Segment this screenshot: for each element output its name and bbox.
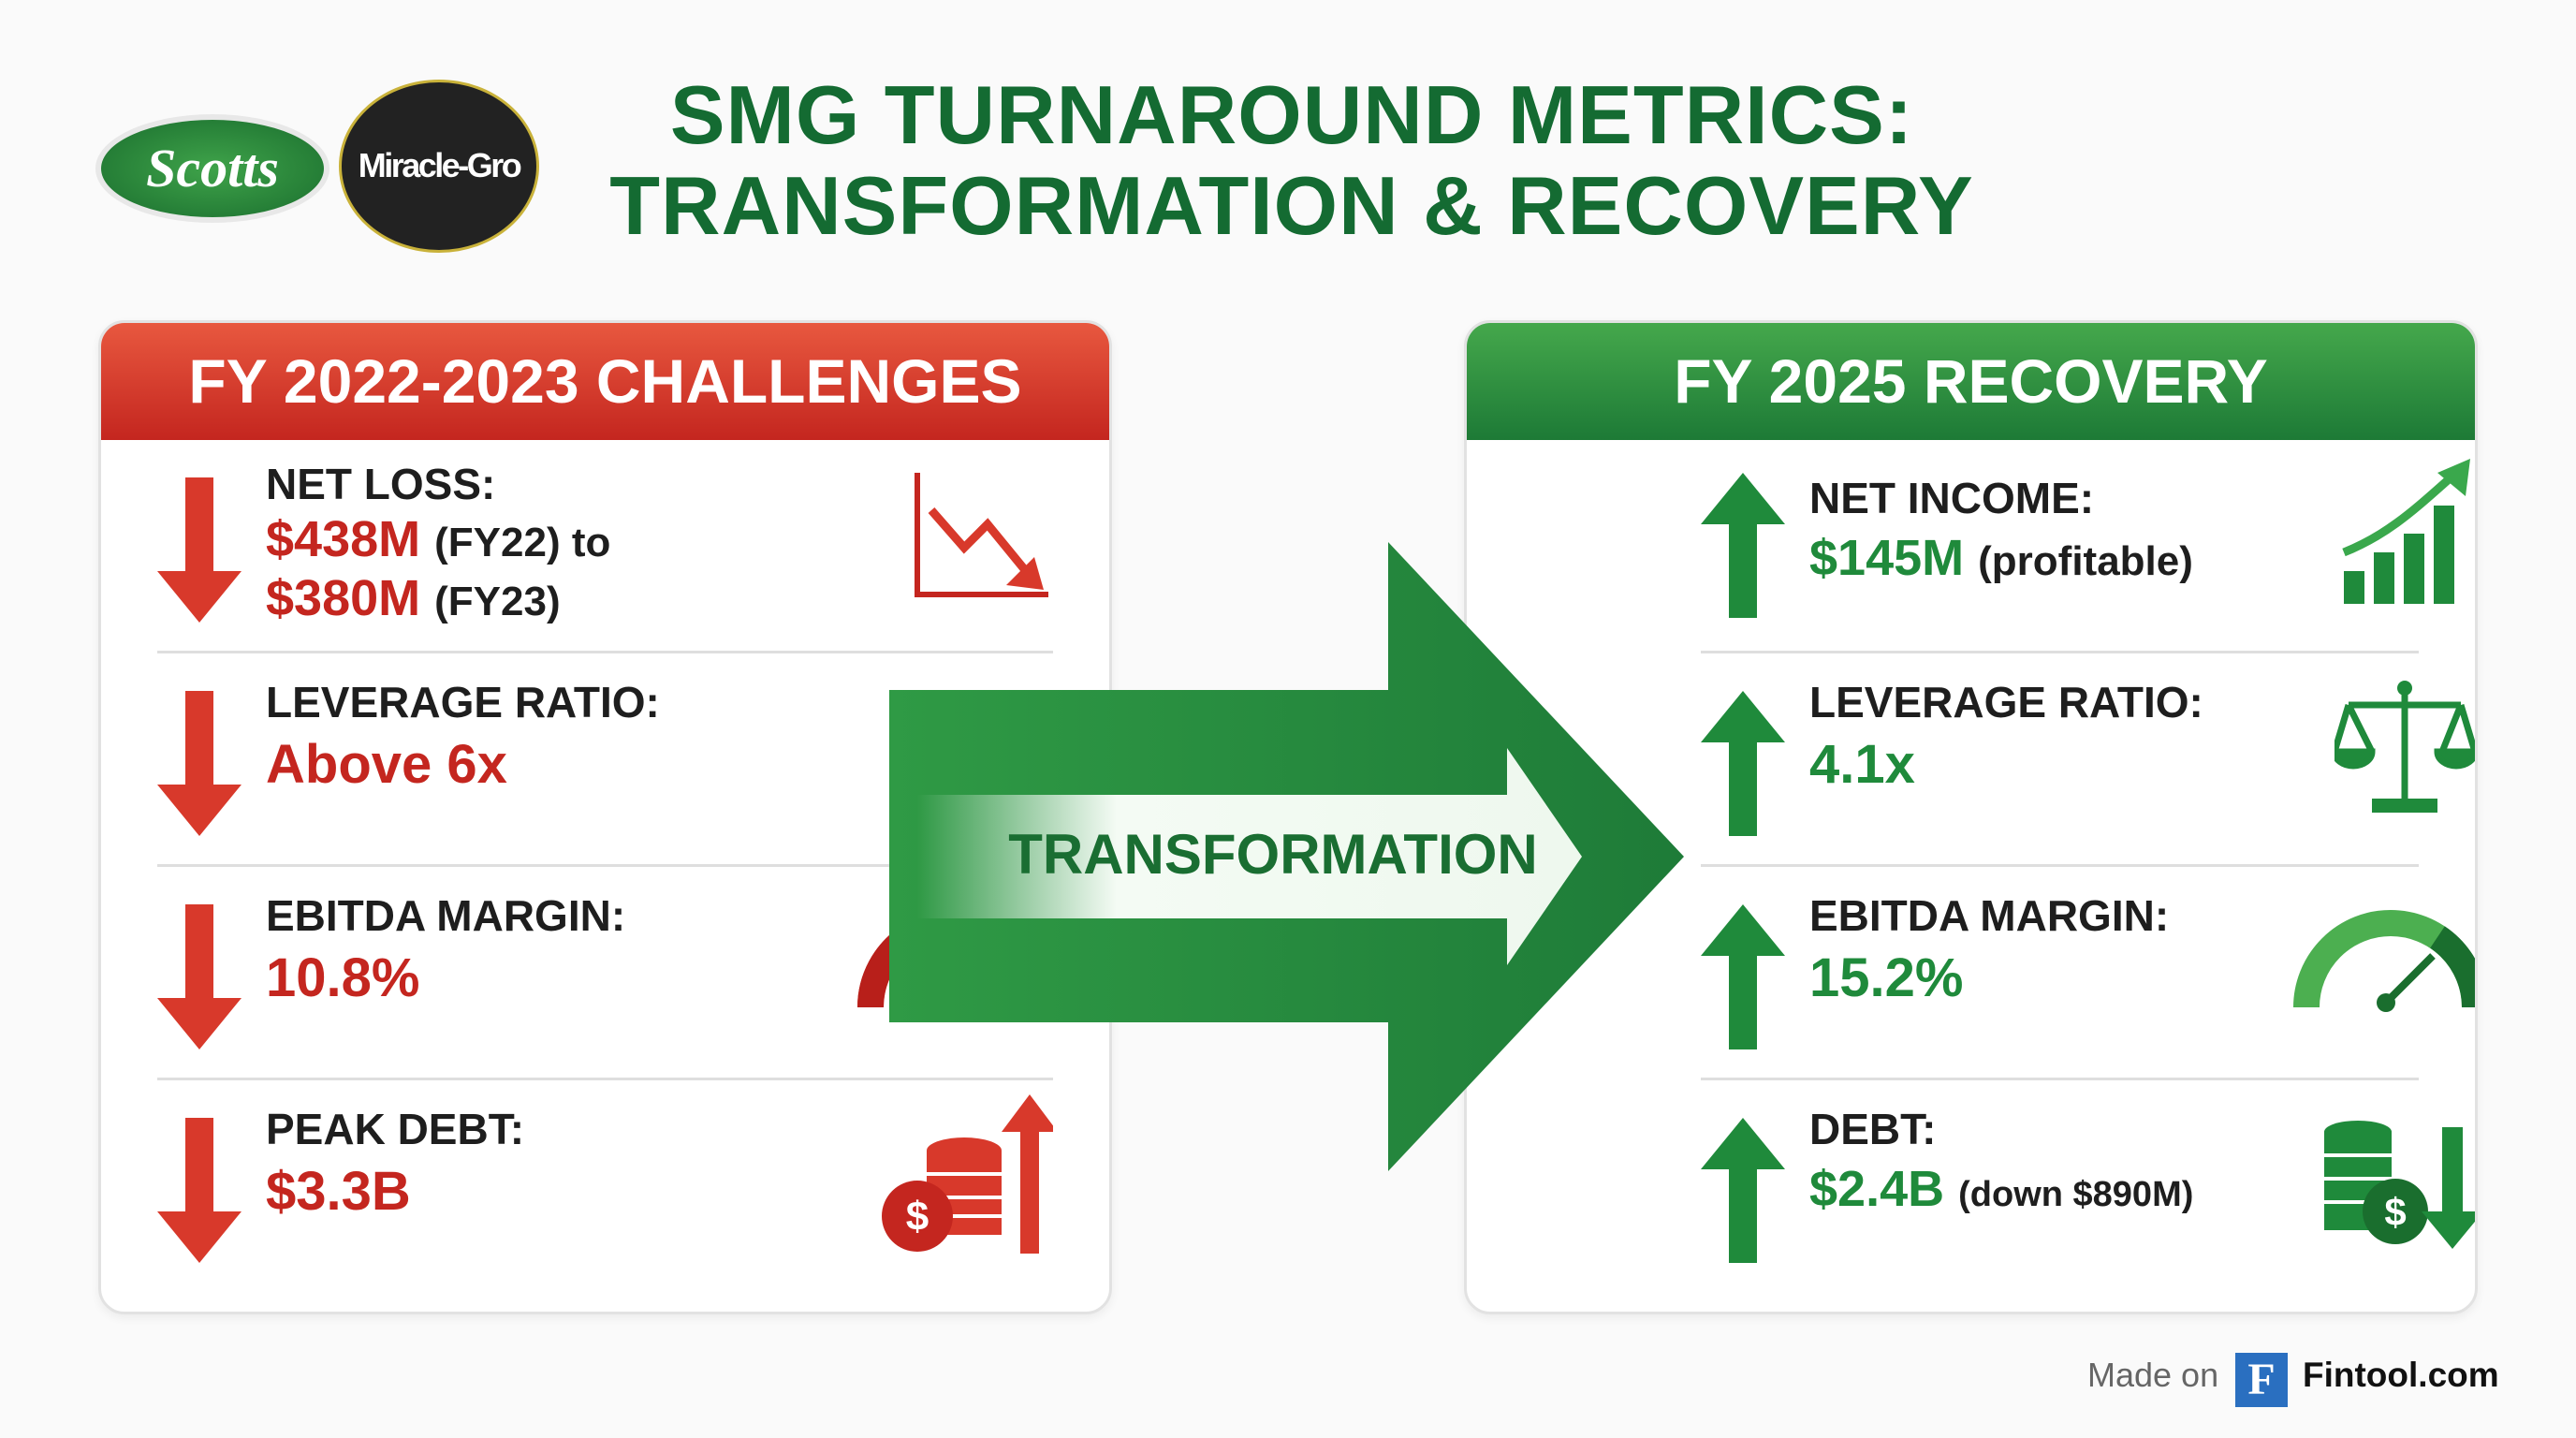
metric-label: EBITDA MARGIN: — [1809, 891, 2170, 940]
metric-label: NET INCOME: — [1809, 474, 2095, 522]
up-arrow-icon — [1701, 473, 1785, 618]
metric-label: LEVERAGE RATIO: — [1809, 678, 2203, 726]
recovery-panel: FY 2025 RECOVERY NET INCOME: $145M (prof… — [1464, 320, 2478, 1314]
fintool-logo: F — [2235, 1353, 2288, 1407]
svg-text:$: $ — [2384, 1190, 2406, 1234]
metric-value: $380M (FY23) — [266, 570, 561, 626]
metric-label: LEVERAGE RATIO: — [266, 678, 660, 726]
made-on-text: Made on — [2087, 1356, 2219, 1394]
up-arrow-icon — [1701, 1118, 1785, 1263]
metric-label: EBITDA MARGIN: — [266, 891, 626, 940]
metric-leverage: LEVERAGE RATIO: 4.1x — [1701, 653, 2475, 867]
metric-label: NET LOSS: — [266, 460, 496, 508]
down-arrow-icon — [157, 904, 242, 1049]
down-arrow-icon — [157, 477, 242, 623]
metric-value: 15.2% — [1809, 947, 1964, 1008]
fintool-link[interactable]: Fintool.com — [2303, 1356, 2499, 1394]
page-title-line1: SMG TURNAROUND METRICS: — [669, 68, 1914, 161]
transformation-arrow — [889, 542, 1684, 1171]
metric-ebitda: EBITDA MARGIN: 15.2% — [1701, 867, 2475, 1080]
svg-text:$: $ — [906, 1194, 929, 1240]
metric-value: 4.1x — [1809, 734, 1915, 795]
up-arrow-icon — [1701, 904, 1785, 1049]
page-title-line2: TRANSFORMATION & RECOVERY — [609, 159, 1974, 252]
metric-net-loss: NET LOSS: $438M (FY22) to $380M (FY23) — [157, 440, 1053, 653]
transformation-label: TRANSFORMATION — [1008, 823, 1538, 886]
down-arrow-icon — [157, 1118, 242, 1263]
balance-scale-icon — [2334, 681, 2475, 813]
metric-net-income: NET INCOME: $145M (profitable) — [1701, 440, 2470, 653]
gauge-high-icon — [2293, 910, 2475, 1012]
metric-value: Above 6x — [266, 734, 507, 795]
down-arrow-icon — [157, 691, 242, 836]
metric-value: $145M (profitable) — [1809, 530, 2193, 586]
metric-value: $3.3B — [266, 1161, 411, 1222]
coins-down-icon: $ — [2324, 1121, 2475, 1249]
growth-chart-icon — [2342, 459, 2470, 604]
challenges-header: FY 2022-2023 CHALLENGES — [101, 323, 1109, 440]
miracle-gro-logo: Miracle-Gro — [339, 80, 539, 253]
scotts-logo: Scotts — [95, 114, 329, 223]
metric-debt: DEBT: $2.4B (down $890M) $ — [1701, 1080, 2475, 1294]
up-arrow-icon — [1701, 691, 1785, 836]
metric-label: PEAK DEBT: — [266, 1105, 525, 1153]
declining-chart-icon — [915, 473, 1048, 597]
recovery-header: FY 2025 RECOVERY — [1467, 323, 2475, 440]
metric-value: 10.8% — [266, 947, 420, 1008]
metric-peak-debt: PEAK DEBT: $3.3B $ — [157, 1080, 1053, 1294]
metric-value: $438M (FY22) to — [266, 511, 611, 567]
metric-value: $2.4B (down $890M) — [1809, 1161, 2194, 1217]
coins-up-icon: $ — [882, 1094, 1053, 1254]
metric-label: DEBT: — [1809, 1105, 1937, 1153]
